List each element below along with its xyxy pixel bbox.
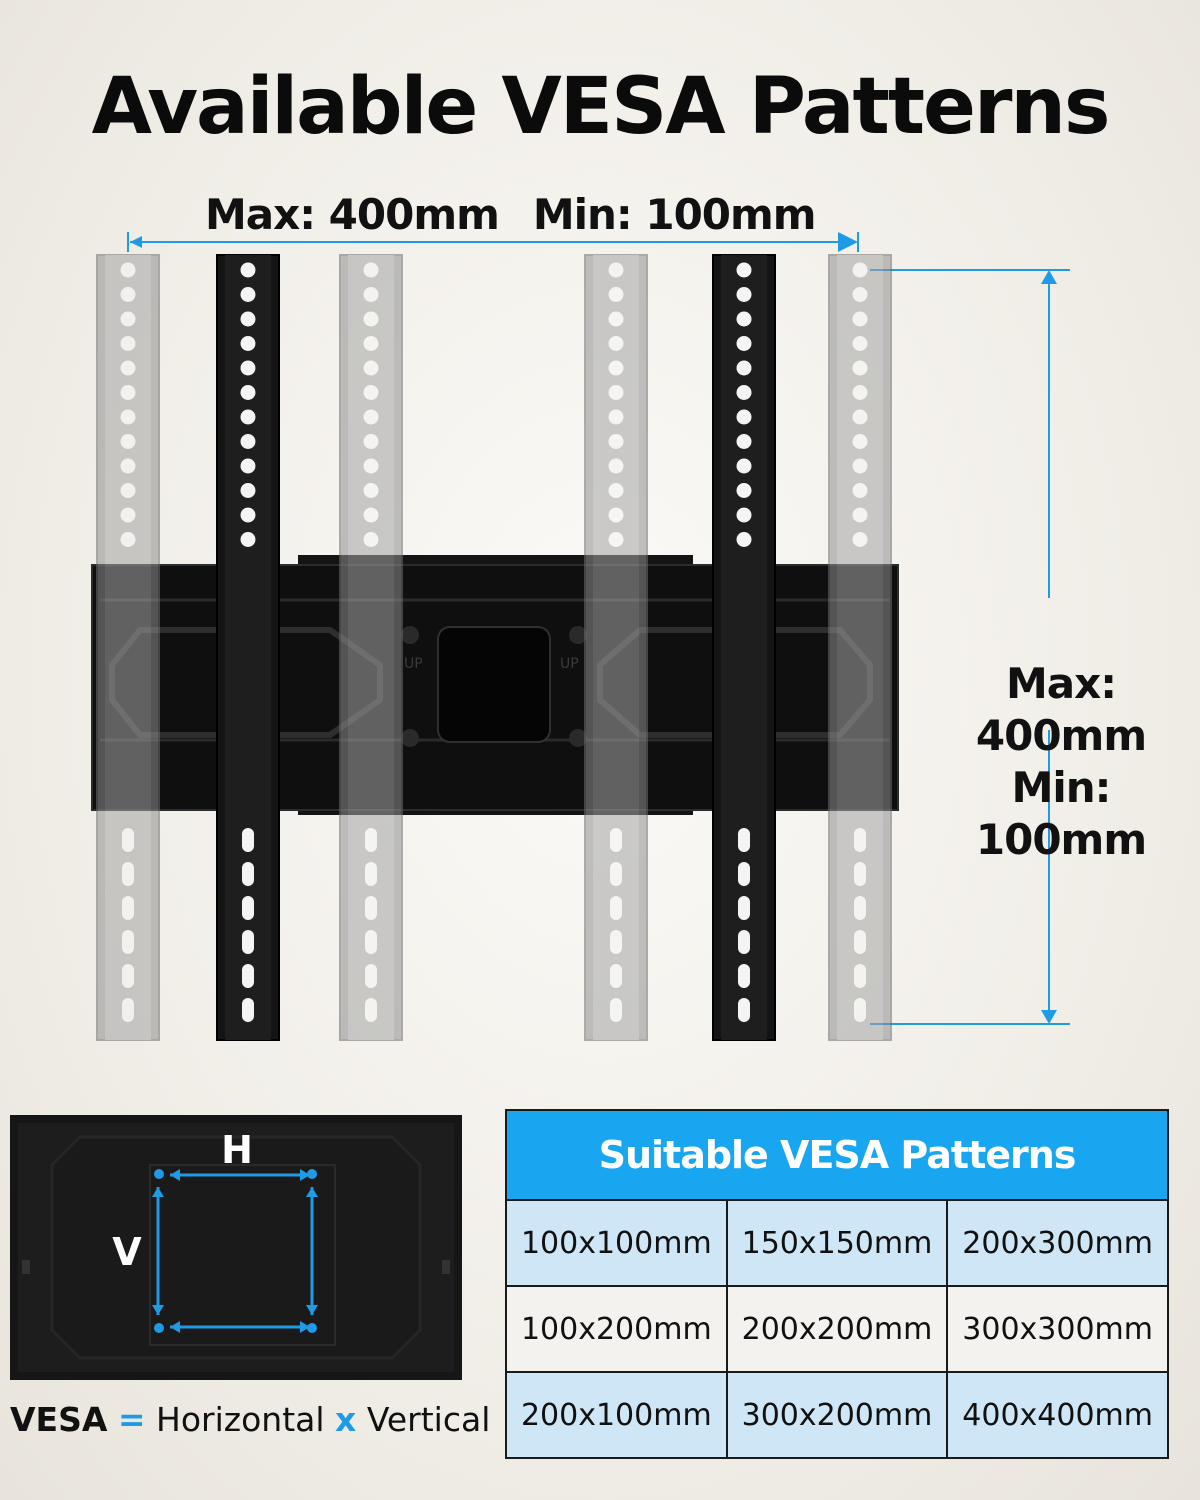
table-cell: 200x300mm	[946, 1199, 1169, 1287]
table-cell: 100x100mm	[505, 1199, 728, 1287]
horizontal-min-label: Min: 100mm	[532, 190, 817, 239]
up-mark-left: UP	[404, 656, 423, 672]
vesa-legend: VESA = Horizontal x Vertical	[10, 1400, 490, 1439]
table-cell: 200x200mm	[725, 1285, 949, 1373]
table-header: Suitable VESA Patterns	[505, 1109, 1169, 1201]
horizontal-dimension-arrow	[127, 232, 859, 252]
vertical-dimension-arrow	[870, 269, 1070, 1025]
vertical-min-label: Min: 100mm	[975, 763, 1147, 864]
page-title: Available VESA Patterns	[91, 62, 1111, 152]
table-row: 100x100mm 150x150mm 200x300mm	[505, 1199, 1169, 1287]
legend-equals: =	[117, 1400, 146, 1439]
vertical-range-label: Max: 400mm Min: 100mm	[922, 658, 1200, 866]
vesa-patterns-table: Suitable VESA Patterns 100x100mm 150x150…	[505, 1109, 1169, 1459]
ghost-bracket-arm	[828, 254, 892, 1041]
legend-vesa: VESA	[10, 1400, 108, 1439]
vesa-v-arrow	[152, 1187, 318, 1315]
legend-horizontal: Horizontal	[156, 1400, 325, 1439]
ghost-bracket-arm	[584, 254, 648, 1041]
h-label: H	[221, 1128, 253, 1172]
vesa-h-arrow	[170, 1169, 310, 1333]
ghost-bracket-arm	[339, 254, 403, 1041]
table-cell: 100x200mm	[505, 1285, 728, 1373]
table-row: 100x200mm 200x200mm 300x300mm	[505, 1285, 1169, 1373]
mount-diagram: UP UP	[91, 232, 1070, 1041]
bracket-arm	[216, 254, 280, 1041]
table-cell: 150x150mm	[725, 1199, 949, 1287]
table-cell: 300x300mm	[946, 1285, 1169, 1373]
table-row: 200x100mm 300x200mm 400x400mm	[505, 1371, 1169, 1459]
up-mark-right: UP	[560, 656, 579, 672]
table-cell: 400x400mm	[946, 1371, 1169, 1459]
table-cell: 200x100mm	[505, 1371, 728, 1459]
legend-x: x	[335, 1400, 357, 1439]
vertical-max-label: Max: 400mm	[975, 659, 1147, 760]
table-cell: 300x200mm	[725, 1371, 949, 1459]
legend-vertical: Vertical	[366, 1400, 491, 1439]
v-label: V	[112, 1230, 142, 1274]
bracket-arm	[712, 254, 776, 1041]
ghost-bracket-arm	[96, 254, 160, 1041]
horizontal-max-label: Max: 400mm	[205, 190, 500, 239]
horizontal-range-label: Max: 400mm Min: 100mm	[205, 190, 817, 239]
tv-back-diagram: H V	[10, 1115, 462, 1380]
wall-plate: UP UP	[91, 555, 899, 815]
